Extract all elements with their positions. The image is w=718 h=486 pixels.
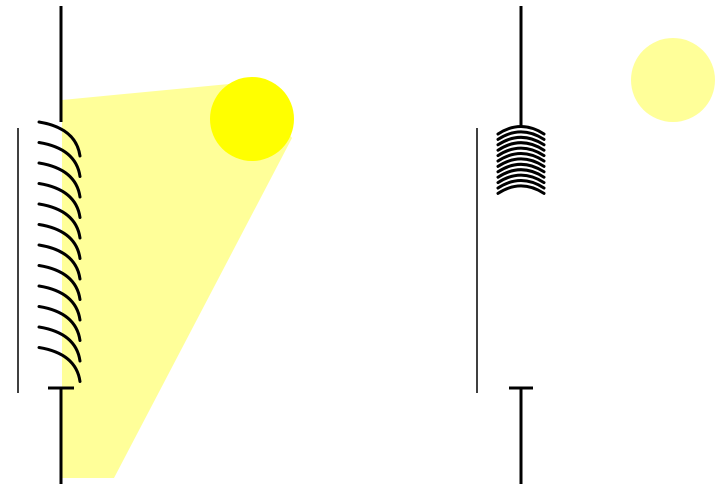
light-source-bright [210,77,294,161]
left-panel [18,6,294,484]
right-panel [477,6,715,484]
light-source-dim [631,38,715,122]
spring-coil-turn [498,186,544,194]
right-spring-coil [498,127,544,194]
